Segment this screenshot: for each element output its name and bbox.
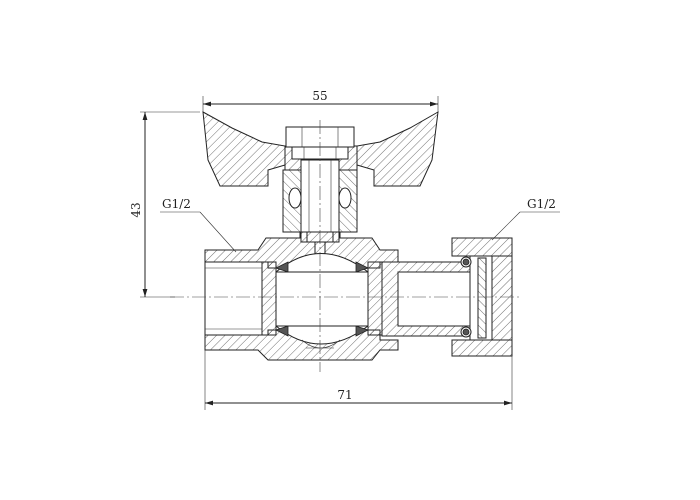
- dimension-label-71: 71: [337, 388, 352, 402]
- thread-label-right-group: G1/2: [491, 197, 560, 241]
- dimension-handle-width: 55: [202, 89, 439, 112]
- dimension-label-43: 43: [129, 202, 143, 217]
- thread-label-left-group: G1/2: [160, 197, 237, 253]
- union-nut: [451, 237, 513, 357]
- thread-label-left: G1/2: [162, 197, 191, 211]
- dimension-height: 43: [129, 111, 200, 298]
- right-tailpiece: [381, 261, 471, 337]
- valve-ball: [274, 253, 370, 349]
- dimension-label-55: 55: [312, 89, 327, 103]
- dimension-total-length: 71: [204, 350, 513, 410]
- center-lines: [170, 120, 520, 372]
- left-port: [204, 261, 263, 336]
- thread-label-right: G1/2: [527, 197, 556, 211]
